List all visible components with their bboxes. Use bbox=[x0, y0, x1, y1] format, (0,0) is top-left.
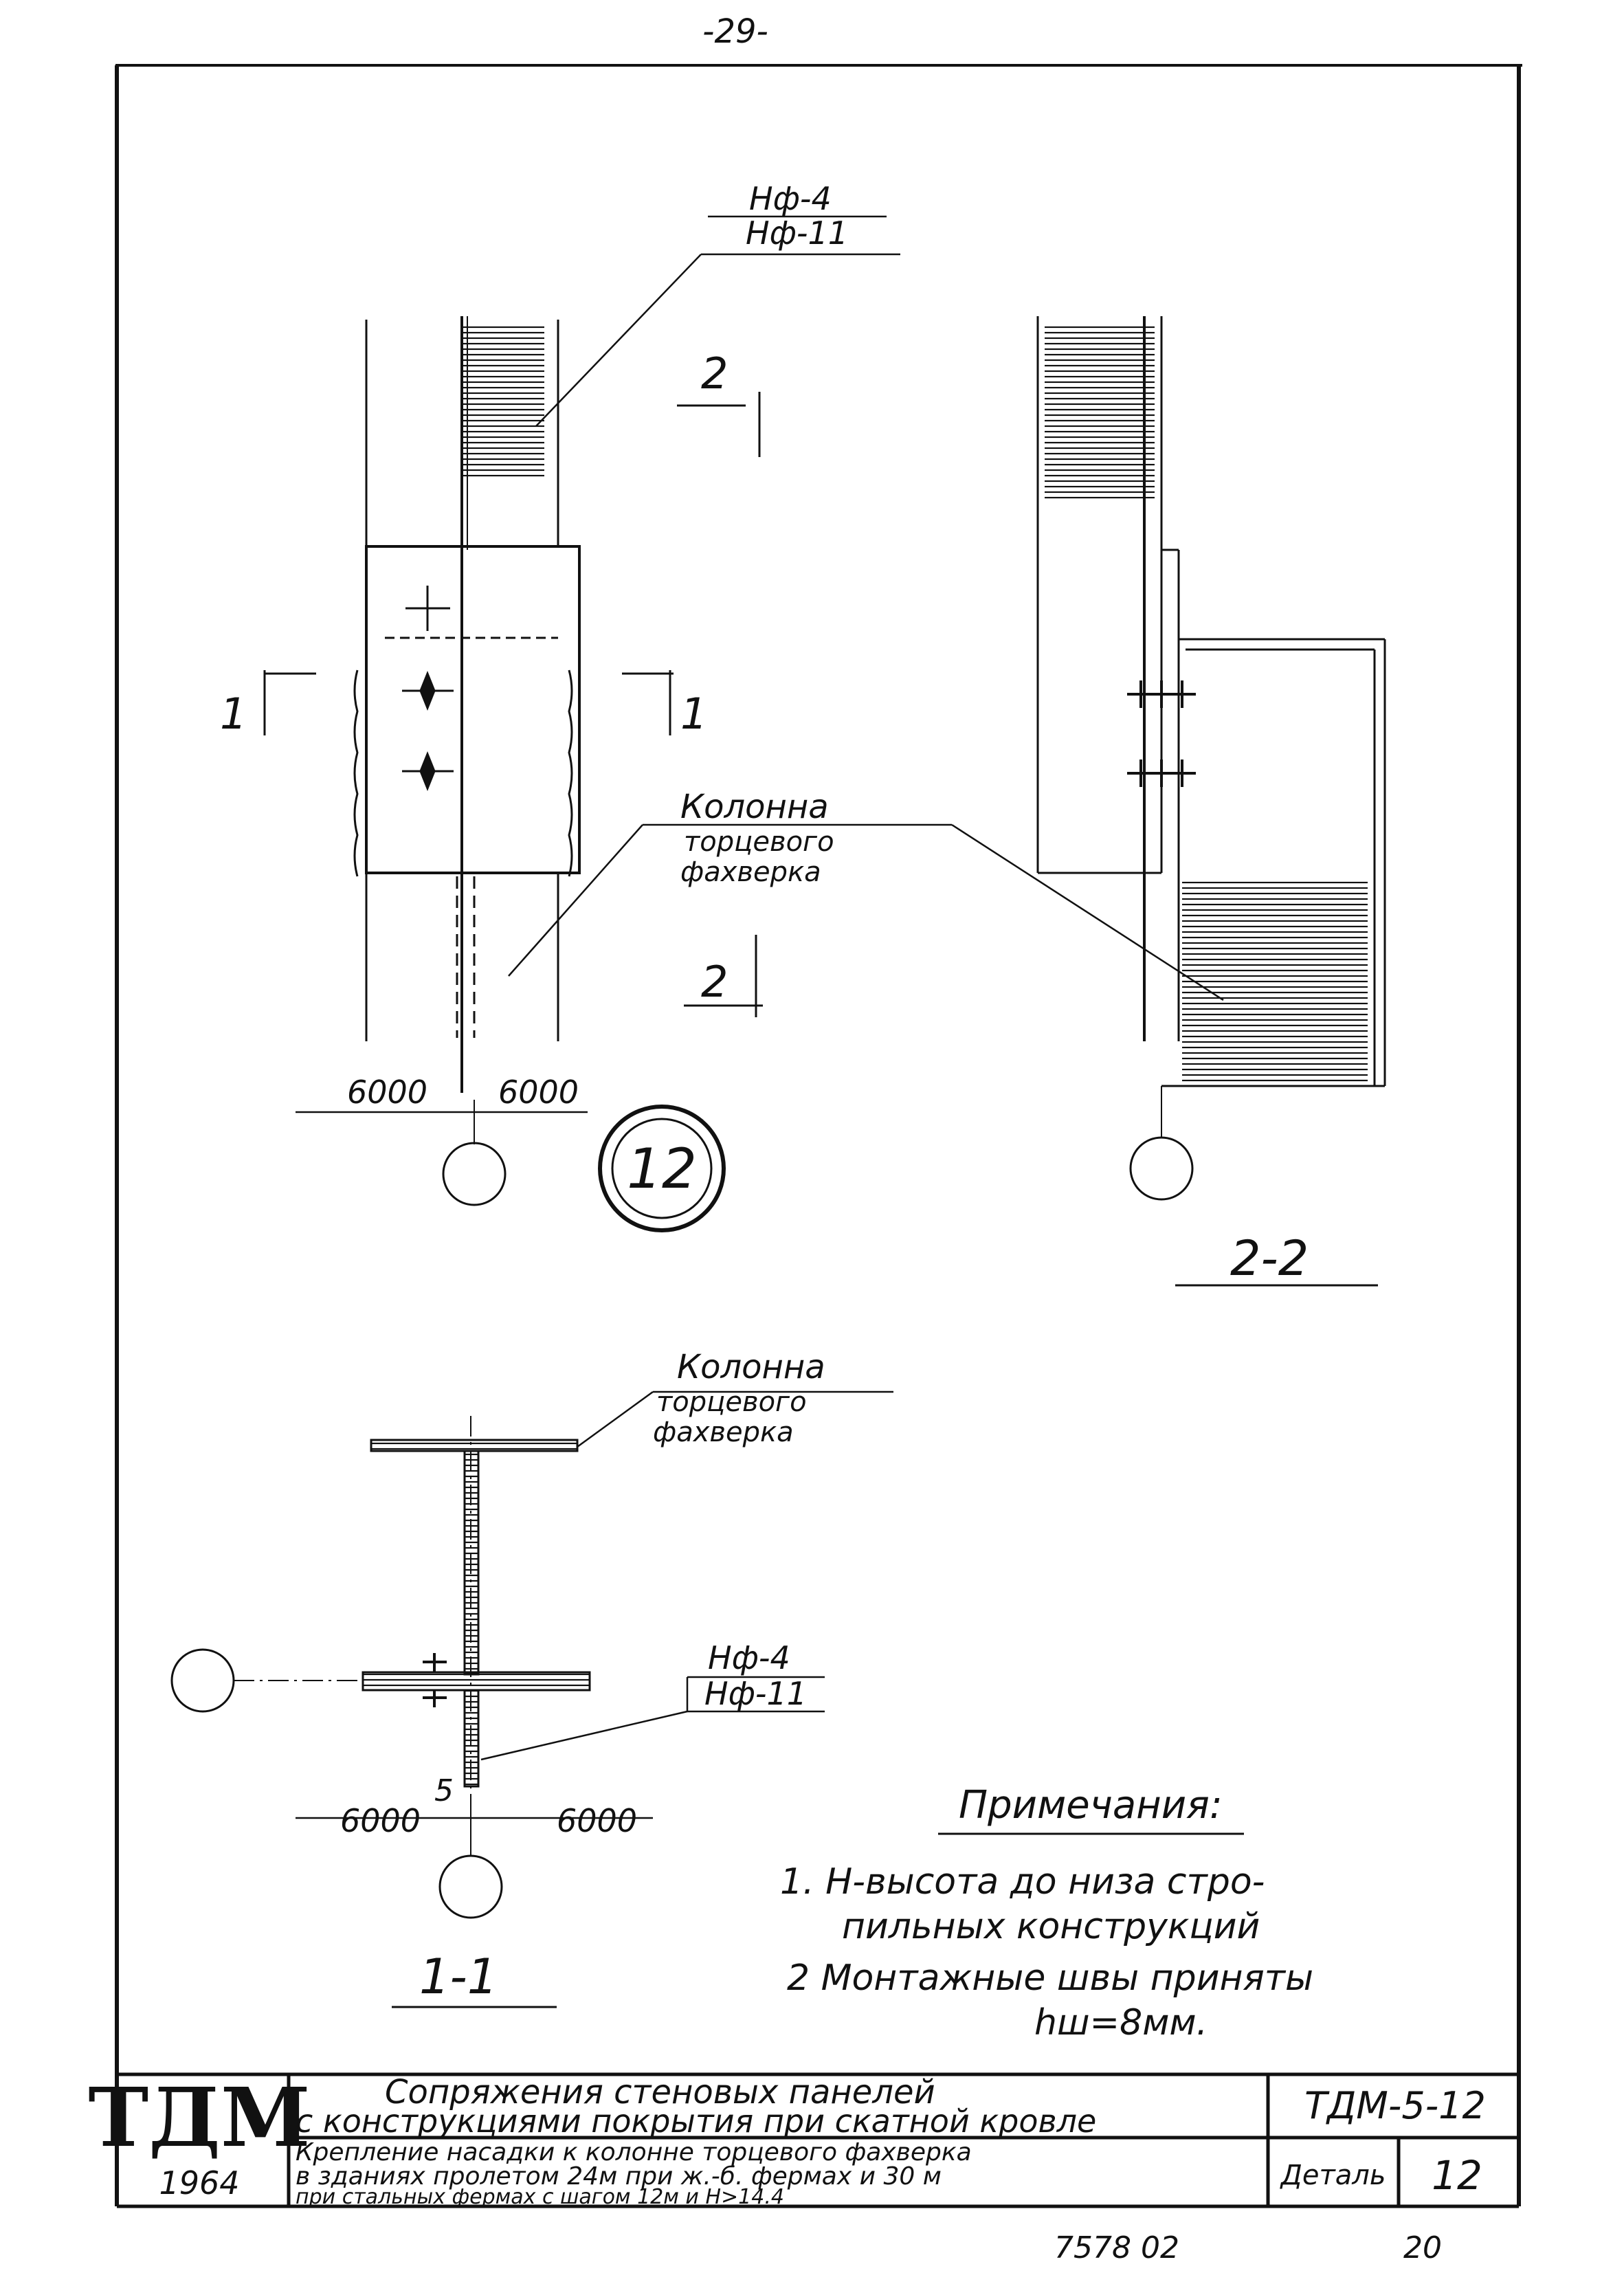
column-label-b3: фахверка bbox=[653, 1417, 794, 1448]
axis-circle-1-1-left bbox=[170, 1648, 235, 1713]
section-mark-2-bottom: 2 bbox=[701, 957, 728, 1007]
section-mark-1-left: 1 bbox=[220, 689, 247, 739]
column-label-b1: Колонна bbox=[677, 1348, 825, 1386]
note-2-line-2: hш=8мм. bbox=[1034, 2002, 1208, 2043]
lower-web bbox=[463, 1689, 480, 1788]
elevation-view bbox=[263, 253, 900, 1206]
footer-code: 7578 02 bbox=[1054, 2230, 1179, 2265]
dim-right-bottom: 6000 bbox=[557, 1802, 637, 1839]
mark-top-lower: Нф-11 bbox=[746, 214, 848, 252]
subtitle-line-3: при стальных фермах с шагом 12м и Н>14.4 bbox=[296, 2185, 784, 2209]
subtitle-line-1: Крепление насадки к колонне торцевого фа… bbox=[296, 2138, 972, 2166]
title-line-2: с конструкциями покрытия при скатной кро… bbox=[296, 2103, 1096, 2140]
notes-heading: Примечания: bbox=[959, 1783, 1223, 1828]
section-2-2-view bbox=[1036, 316, 1386, 1287]
column-label-2: торцевого bbox=[684, 826, 834, 858]
dim-right-top: 6000 bbox=[498, 1074, 579, 1111]
org-logo: ТДМ bbox=[88, 2070, 310, 2165]
weld-size: 5 bbox=[434, 1773, 454, 1808]
footer-sheet: 20 bbox=[1403, 2230, 1442, 2265]
title-block bbox=[117, 2072, 1519, 2206]
cap-plate bbox=[365, 545, 581, 874]
section-1-1-view bbox=[170, 1390, 893, 2008]
section-mark-1-right: 1 bbox=[680, 689, 707, 739]
axis-circle-top-left bbox=[442, 1142, 507, 1206]
dim-left-top: 6000 bbox=[347, 1074, 427, 1111]
detail-value: 12 bbox=[1432, 2152, 1482, 2199]
axis-circle-1-1-bottom bbox=[438, 1854, 503, 1919]
note-2-line-1: 2 Монтажные швы приняты bbox=[787, 1958, 1313, 1999]
column-label-3: фахверка bbox=[680, 856, 821, 888]
detail-bubble bbox=[598, 1105, 726, 1232]
section-mark-2-top: 2 bbox=[701, 348, 728, 399]
series-code: ТДМ-5-12 bbox=[1304, 2084, 1486, 2127]
axis-circle-2-2 bbox=[1129, 1136, 1194, 1201]
page-number: -29- bbox=[702, 12, 768, 51]
panel-hatch-upper bbox=[462, 323, 544, 478]
mark-bottom-lower: Нф-11 bbox=[704, 1675, 807, 1712]
note-1-line-2: пильных конструкций bbox=[842, 1906, 1260, 1947]
cap-plate-section bbox=[361, 1671, 591, 1692]
section-2-2-title: 2-2 bbox=[1230, 1230, 1309, 1287]
section-1-1-title: 1-1 bbox=[419, 1949, 498, 2005]
detail-label: Деталь bbox=[1280, 2160, 1386, 2191]
frame bbox=[115, 64, 1522, 2208]
title-line-1: Сопряжения стеновых панелей bbox=[385, 2073, 935, 2111]
web bbox=[463, 1450, 480, 1676]
flange-plate bbox=[370, 1439, 579, 1452]
detail-bubble-number: 12 bbox=[627, 1137, 697, 1201]
dim-left-bottom: 6000 bbox=[340, 1802, 421, 1839]
column-label-1: Колонна bbox=[680, 788, 829, 826]
mark-top-upper: Нф-4 bbox=[749, 180, 832, 217]
bolt-marks bbox=[402, 586, 454, 792]
subtitle-line-2: в зданиях пролетом 24м при ж.-б. фермах … bbox=[296, 2162, 942, 2191]
year: 1964 bbox=[159, 2164, 239, 2202]
note-1-line-1: 1. Н-высота до низа стро- bbox=[780, 1861, 1265, 1903]
panel-hatch-2-2-upper bbox=[1045, 323, 1155, 502]
column-label-b2: торцевого bbox=[656, 1386, 807, 1418]
mark-bottom-upper: Нф-4 bbox=[708, 1639, 790, 1676]
panel-hatch-2-2-lower bbox=[1182, 880, 1368, 1086]
